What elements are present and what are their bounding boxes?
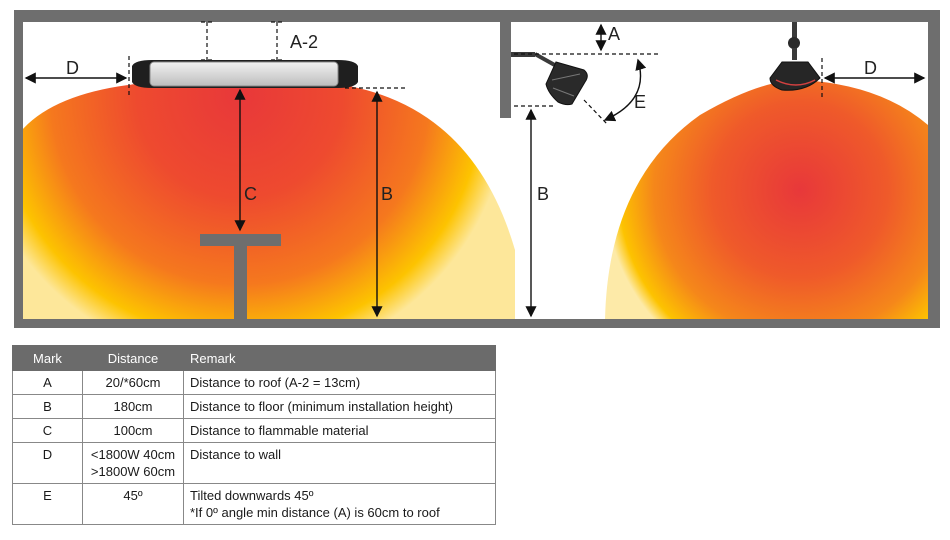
cell-mark: D [12, 442, 83, 484]
cell-remark: Distance to floor (minimum installation … [183, 394, 496, 419]
cell-remark: Distance to flammable material [183, 418, 496, 443]
label-b-mid: B [537, 184, 549, 204]
label-c: C [244, 184, 257, 204]
cell-distance: 20/*60cm [82, 370, 184, 395]
table-row: B 180cm Distance to floor (minimum insta… [12, 394, 496, 419]
room-frame [14, 10, 940, 328]
cell-remark: Tilted downwards 45º *If 0º angle min di… [183, 483, 496, 525]
header-mark: Mark [12, 345, 83, 371]
left-heater [132, 60, 358, 88]
pendant-heater [769, 22, 821, 91]
cell-mark: A [12, 370, 83, 395]
mount-bracket-outline [201, 21, 283, 61]
cell-mark: C [12, 418, 83, 443]
cell-distance: <1800W 40cm >1800W 60cm [82, 442, 184, 484]
distance-line: >1800W 60cm [90, 464, 176, 479]
cell-remark: Distance to wall [183, 442, 496, 484]
distance-line: <1800W 40cm [90, 447, 176, 462]
table-row: A 20/*60cm Distance to roof (A-2 = 13cm) [12, 370, 496, 395]
label-a: A [608, 24, 620, 44]
wall-heater [511, 52, 588, 106]
remark-line: Tilted downwards 45º [190, 488, 314, 503]
cell-distance: 180cm [82, 394, 184, 419]
cell-distance: 45º [82, 483, 184, 525]
left-heat-zone [22, 82, 515, 320]
header-remark: Remark [183, 345, 496, 371]
table-header-row: Mark Distance Remark [12, 345, 496, 371]
cell-distance: 100cm [82, 418, 184, 443]
remark-line: *If 0º angle min distance (A) is 60cm to… [190, 505, 440, 520]
cell-mark: B [12, 394, 83, 419]
installation-diagram: A-2 D C B A E B D [14, 10, 940, 328]
dim-e [603, 58, 647, 122]
label-a2: A-2 [290, 32, 318, 52]
label-b-left: B [381, 184, 393, 204]
cell-remark: Distance to roof (A-2 = 13cm) [183, 370, 496, 395]
label-d-left: D [66, 58, 79, 78]
table-row: D <1800W 40cm >1800W 60cm Distance to wa… [12, 442, 496, 484]
table-row: E 45º Tilted downwards 45º *If 0º angle … [12, 483, 496, 525]
cell-mark: E [12, 483, 83, 525]
flammable-object [200, 234, 281, 321]
table-row: C 100cm Distance to flammable material [12, 418, 496, 443]
right-heat-zone [605, 80, 928, 320]
label-e: E [634, 92, 646, 112]
specification-table: Mark Distance Remark A 20/*60cm Distance… [12, 345, 496, 525]
header-distance: Distance [82, 345, 184, 371]
label-d-right: D [864, 58, 877, 78]
